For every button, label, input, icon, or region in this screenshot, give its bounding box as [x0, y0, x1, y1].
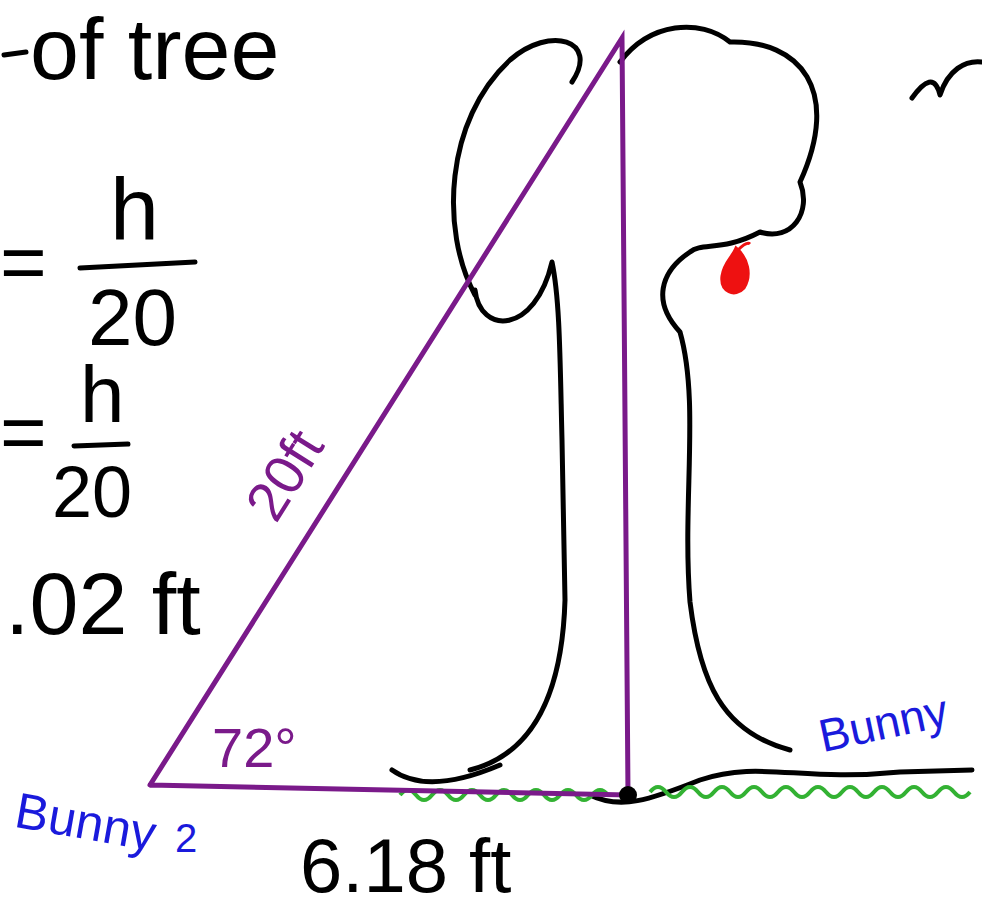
point-label: 2	[175, 818, 197, 858]
equation-text: h	[110, 165, 159, 253]
ground-line	[392, 765, 500, 782]
tree-canopy	[453, 40, 580, 295]
equation-text: of tree	[30, 5, 279, 93]
apple-stem	[738, 243, 750, 250]
equation-text: 20	[88, 278, 177, 358]
tree-trunk	[470, 262, 565, 770]
equation-text: 20	[52, 456, 132, 528]
result-text: .02 ft	[5, 560, 201, 648]
fraction-bar	[80, 262, 195, 268]
dash-mark	[4, 52, 26, 55]
apple	[722, 248, 748, 293]
dimension-label: 6.18 ft	[300, 828, 511, 904]
equation-text: =	[0, 222, 47, 302]
equation-text: =	[0, 392, 47, 472]
tree-base-dot	[619, 786, 637, 804]
angle-label: 72°	[212, 720, 297, 776]
partial-mark	[912, 62, 982, 98]
fraction-bar	[74, 444, 128, 446]
equation-text: h	[80, 355, 125, 435]
point-label: Bunny	[815, 687, 952, 759]
right-triangle	[150, 38, 628, 795]
point-label: Bunny	[12, 785, 160, 859]
tree-canopy	[620, 27, 817, 750]
